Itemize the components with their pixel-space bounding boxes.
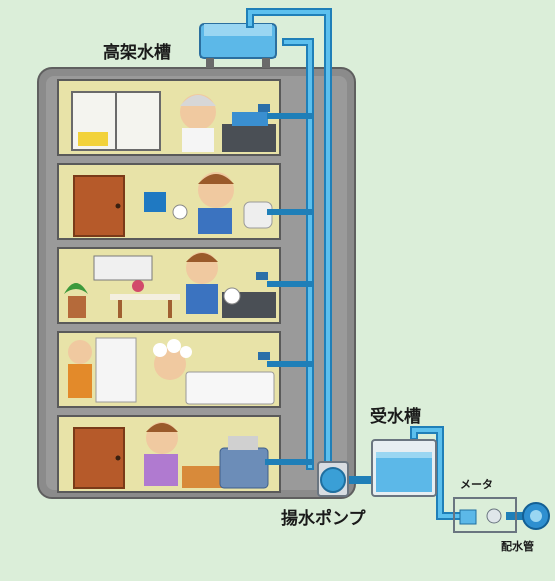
receiving-water-tank xyxy=(371,439,437,497)
faucet-icon-2 xyxy=(256,272,268,280)
floor-2 xyxy=(57,331,281,408)
pump-icon xyxy=(317,461,349,497)
floor-5 xyxy=(57,79,281,156)
floor-1 xyxy=(57,415,281,493)
floor-3 xyxy=(57,247,281,324)
receiving-tank-label: 受水槽 xyxy=(370,407,421,427)
water-meter xyxy=(453,497,517,533)
door-ground xyxy=(73,427,125,489)
bathtub xyxy=(185,371,275,405)
water-pipes xyxy=(246,8,534,520)
towel xyxy=(144,192,166,212)
shelf-items xyxy=(78,132,108,146)
elevated-tank-label: 高架水槽 xyxy=(103,43,171,63)
door xyxy=(73,175,125,237)
main-pipe-label: 配水管 xyxy=(501,540,534,553)
flower-icon xyxy=(132,280,144,292)
faucet-icon xyxy=(258,104,270,112)
bath-door xyxy=(95,337,137,403)
plant-icon xyxy=(64,283,88,294)
pump-label: 揚水ポンプ xyxy=(281,509,366,529)
plate-icon xyxy=(223,287,241,305)
cabinet xyxy=(93,255,153,281)
sink xyxy=(232,112,268,126)
toilet-paper-icon xyxy=(172,204,188,220)
shower-tap-icon xyxy=(258,352,270,360)
floor-4 xyxy=(57,163,281,240)
kitchen-counter xyxy=(222,124,276,152)
laundry-basket xyxy=(182,466,222,488)
elevated-water-tank xyxy=(199,23,277,68)
meter-label: メータ xyxy=(460,478,493,491)
meter-icon xyxy=(486,508,502,524)
washing-machine xyxy=(219,447,269,489)
table xyxy=(110,294,180,300)
person-child xyxy=(68,340,92,364)
main-pipe-icon xyxy=(522,502,550,530)
